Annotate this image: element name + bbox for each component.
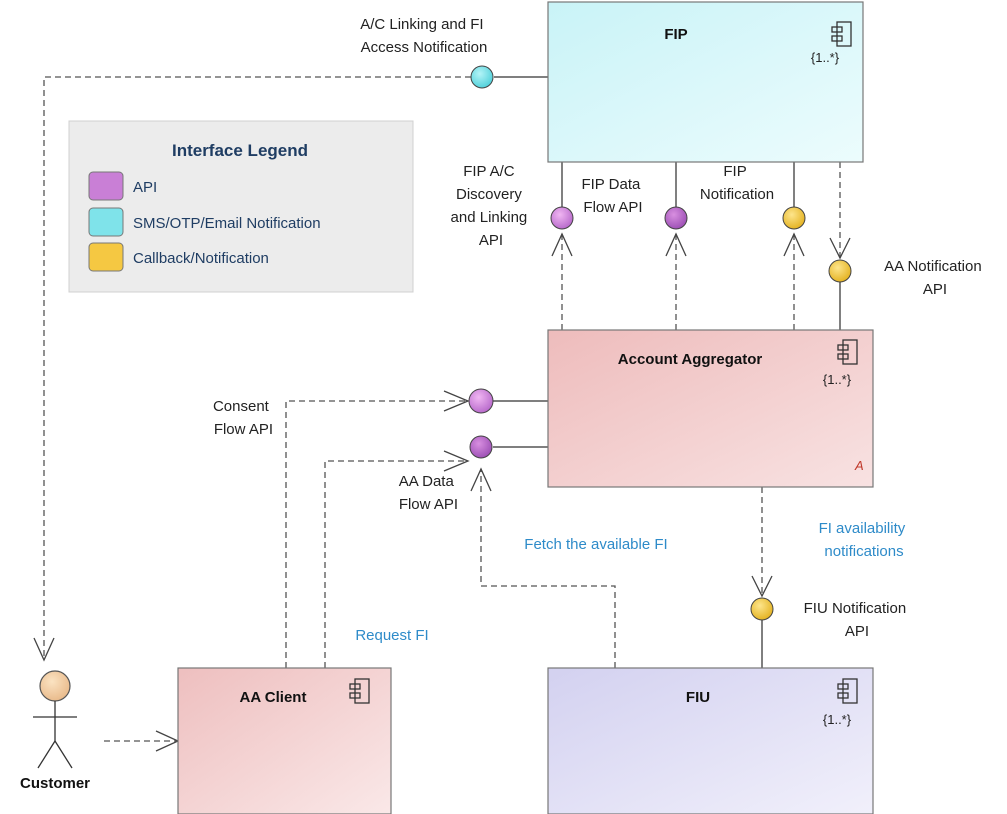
fiu-title: FIU [686,689,710,706]
fiu-multiplicity: {1..*} [823,712,852,727]
customer-arrowhead [33,637,55,662]
interface-fip-dataflow [664,206,688,230]
aa-title: Account Aggregator [618,351,763,368]
client-to-aa-dataflow-arrow [443,450,470,472]
interfaces [468,65,852,621]
component-account-aggregator: Account Aggregator {1..*} A [547,329,874,488]
label-fip-notification: FIP Notification [700,163,774,203]
label-aa-notification: AA Notification API [884,258,986,298]
interface-fiu-notification [750,597,774,621]
label-fetch-fi: Fetch the available FI [524,536,667,553]
legend-label-sms: SMS/OTP/Email Notification [133,215,321,232]
fip-title: FIP [664,26,687,43]
fip-to-aa-notification-arrow [829,237,851,260]
flow-labels: Fetch the available FI FI availability n… [355,520,910,644]
label-aa-dataflow: AA Data Flow API [399,473,458,513]
label-fi-availability: FI availability notifications [819,520,910,560]
actor-leg-right [54,740,73,769]
legend-title: Interface Legend [172,141,308,160]
fiu-to-aa-dataflow [480,469,616,668]
label-fip-dataflow: FIP Data Flow API [581,176,644,216]
fip-multiplicity: {1..*} [811,50,840,65]
aa-box [547,329,874,488]
component-icon [831,21,852,47]
label-fiu-notification: FIU Notification API [804,600,911,640]
actor-head [39,670,71,702]
label-fip-access-notification: A/C Linking and FI Access Notification [360,16,488,56]
customer-notification-line [43,76,471,656]
aa-multiplicity: {1..*} [823,372,852,387]
component-icon [837,339,858,365]
interface-legend: Interface Legend API SMS/OTP/Email Notif… [68,120,414,293]
legend-box [68,120,414,293]
label-consent-flow: Consent Flow API [213,398,273,438]
component-aa-client: AA Client [177,667,392,814]
component-icon [837,678,858,704]
legend-label-callback: Callback/Notification [133,250,269,267]
interface-consent-flow [468,388,494,414]
customer-actor: Customer [20,670,90,792]
aa-to-fiu-notification-arrow [751,575,773,598]
interface-aa-dataflow [469,435,493,459]
actor-name: Customer [20,775,90,792]
legend-swatch-sms [88,207,124,237]
component-fiu: FIU {1..*} [547,667,874,814]
interface-fip-notification [782,206,806,230]
client-to-aa-dataflow [324,460,466,668]
legend-label-api: API [133,179,157,196]
fiu-box [547,667,874,814]
legend-swatch-callback [88,242,124,272]
component-icon [349,678,370,704]
component-fip: FIP {1..*} [547,1,864,163]
interface-fip-discovery [550,206,574,230]
aa-abstract-marker: A [854,458,864,473]
fip-box [547,1,864,163]
label-fip-discovery: FIP A/C Discovery and Linking API [451,163,532,249]
connectors [33,76,851,752]
label-request-fi: Request FI [355,627,428,644]
aa-to-fip-notification-arrow [783,232,805,257]
actor-leg-left [37,740,56,769]
aa-to-fip-discovery-arrow [551,232,573,257]
client-to-consent-flow-arrow [443,390,470,412]
interface-aa-notification [828,259,852,283]
interface-fip-access-notification [470,65,494,89]
fiu-to-aa-dataflow-arrow [470,467,492,492]
interface-labels: A/C Linking and FI Access Notification F… [213,16,986,640]
aa-client-title: AA Client [240,689,307,706]
aa-to-fip-dataflow-arrow [665,232,687,257]
legend-swatch-api [88,171,124,201]
